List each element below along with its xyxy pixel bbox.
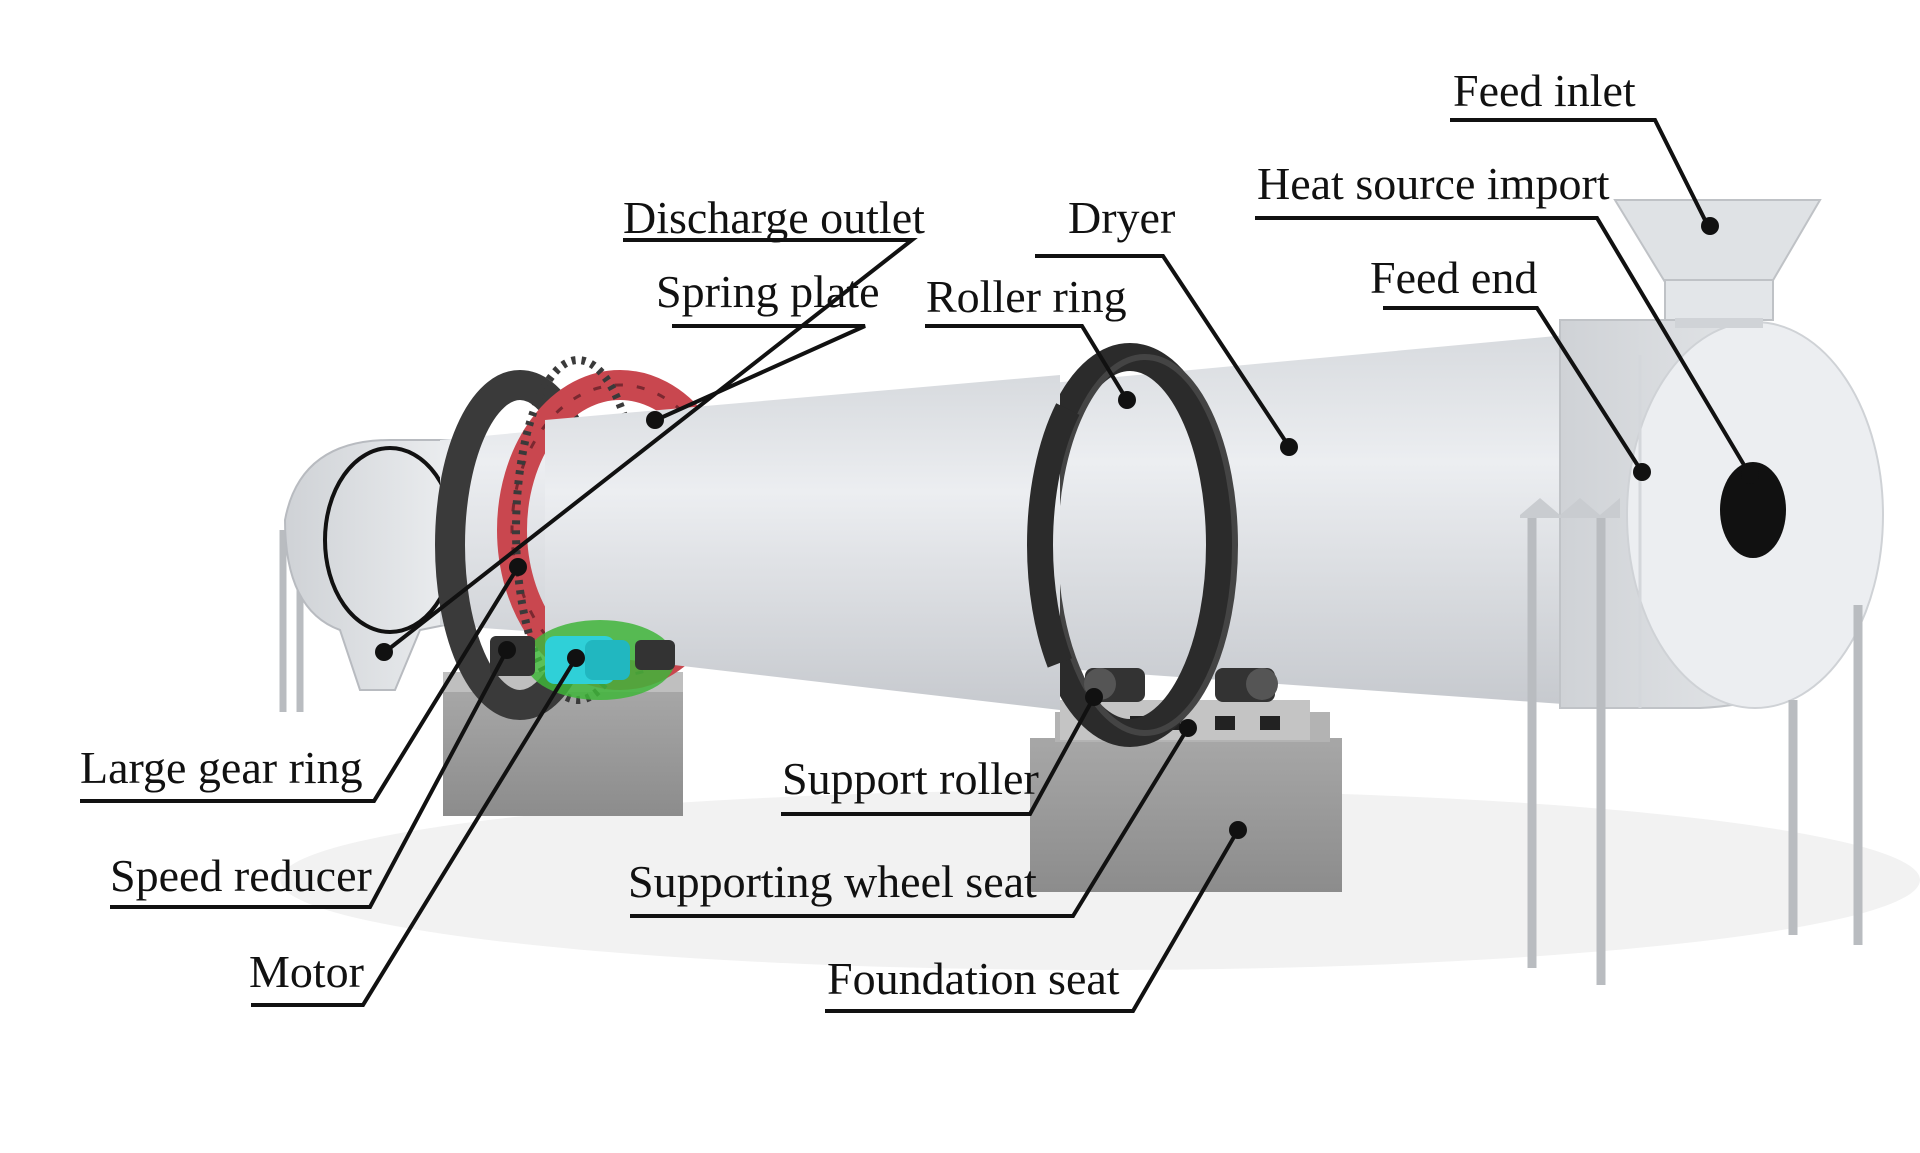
label-supporting-wheel-seat: Supporting wheel seat bbox=[628, 856, 1037, 907]
feed-end-legs bbox=[1527, 515, 1863, 985]
leader-dryer bbox=[1035, 254, 1290, 447]
leader-heat-source-import bbox=[1255, 216, 1752, 477]
leader-roller-ring bbox=[925, 324, 1129, 402]
label-speed-reducer: Speed reducer bbox=[110, 850, 372, 901]
label-spring-plate: Spring plate bbox=[656, 266, 880, 317]
leg-bracket bbox=[1520, 498, 1620, 518]
label-roller-ring: Roller ring bbox=[926, 271, 1127, 322]
leader-large-gear-ring bbox=[80, 565, 520, 803]
label-feed-inlet: Feed inlet bbox=[1453, 65, 1636, 116]
label-feed-end: Feed end bbox=[1370, 252, 1537, 303]
leader-speed-reducer bbox=[110, 649, 509, 909]
label-large-gear-ring: Large gear ring bbox=[80, 742, 363, 793]
leader-feed-inlet bbox=[1450, 118, 1710, 227]
label-discharge-outlet: Discharge outlet bbox=[623, 192, 925, 243]
label-motor: Motor bbox=[249, 946, 364, 997]
leader-feed-end bbox=[1383, 306, 1644, 474]
leader-supporting-wheel-seat bbox=[630, 726, 1190, 918]
leader-discharge-outlet bbox=[383, 238, 918, 654]
label-foundation-seat: Foundation seat bbox=[827, 953, 1120, 1004]
leader-motor bbox=[251, 656, 578, 1007]
label-heat-source-import: Heat source import bbox=[1257, 158, 1610, 209]
label-dryer: Dryer bbox=[1068, 192, 1175, 243]
leader-lines bbox=[80, 118, 1752, 1013]
anchor-dots bbox=[375, 217, 1759, 839]
roller-ring-front bbox=[1027, 344, 1233, 746]
labels: Feed inlet Heat source import Discharge … bbox=[80, 65, 1636, 1004]
label-support-roller: Support roller bbox=[782, 753, 1039, 804]
leader-support-roller bbox=[781, 696, 1096, 816]
leader-foundation-seat bbox=[825, 828, 1240, 1013]
leader-spring-plate bbox=[655, 324, 866, 422]
feed-hopper bbox=[1613, 199, 1822, 328]
drum-overlay bbox=[545, 375, 1060, 710]
heat-source-opening bbox=[1720, 462, 1786, 558]
